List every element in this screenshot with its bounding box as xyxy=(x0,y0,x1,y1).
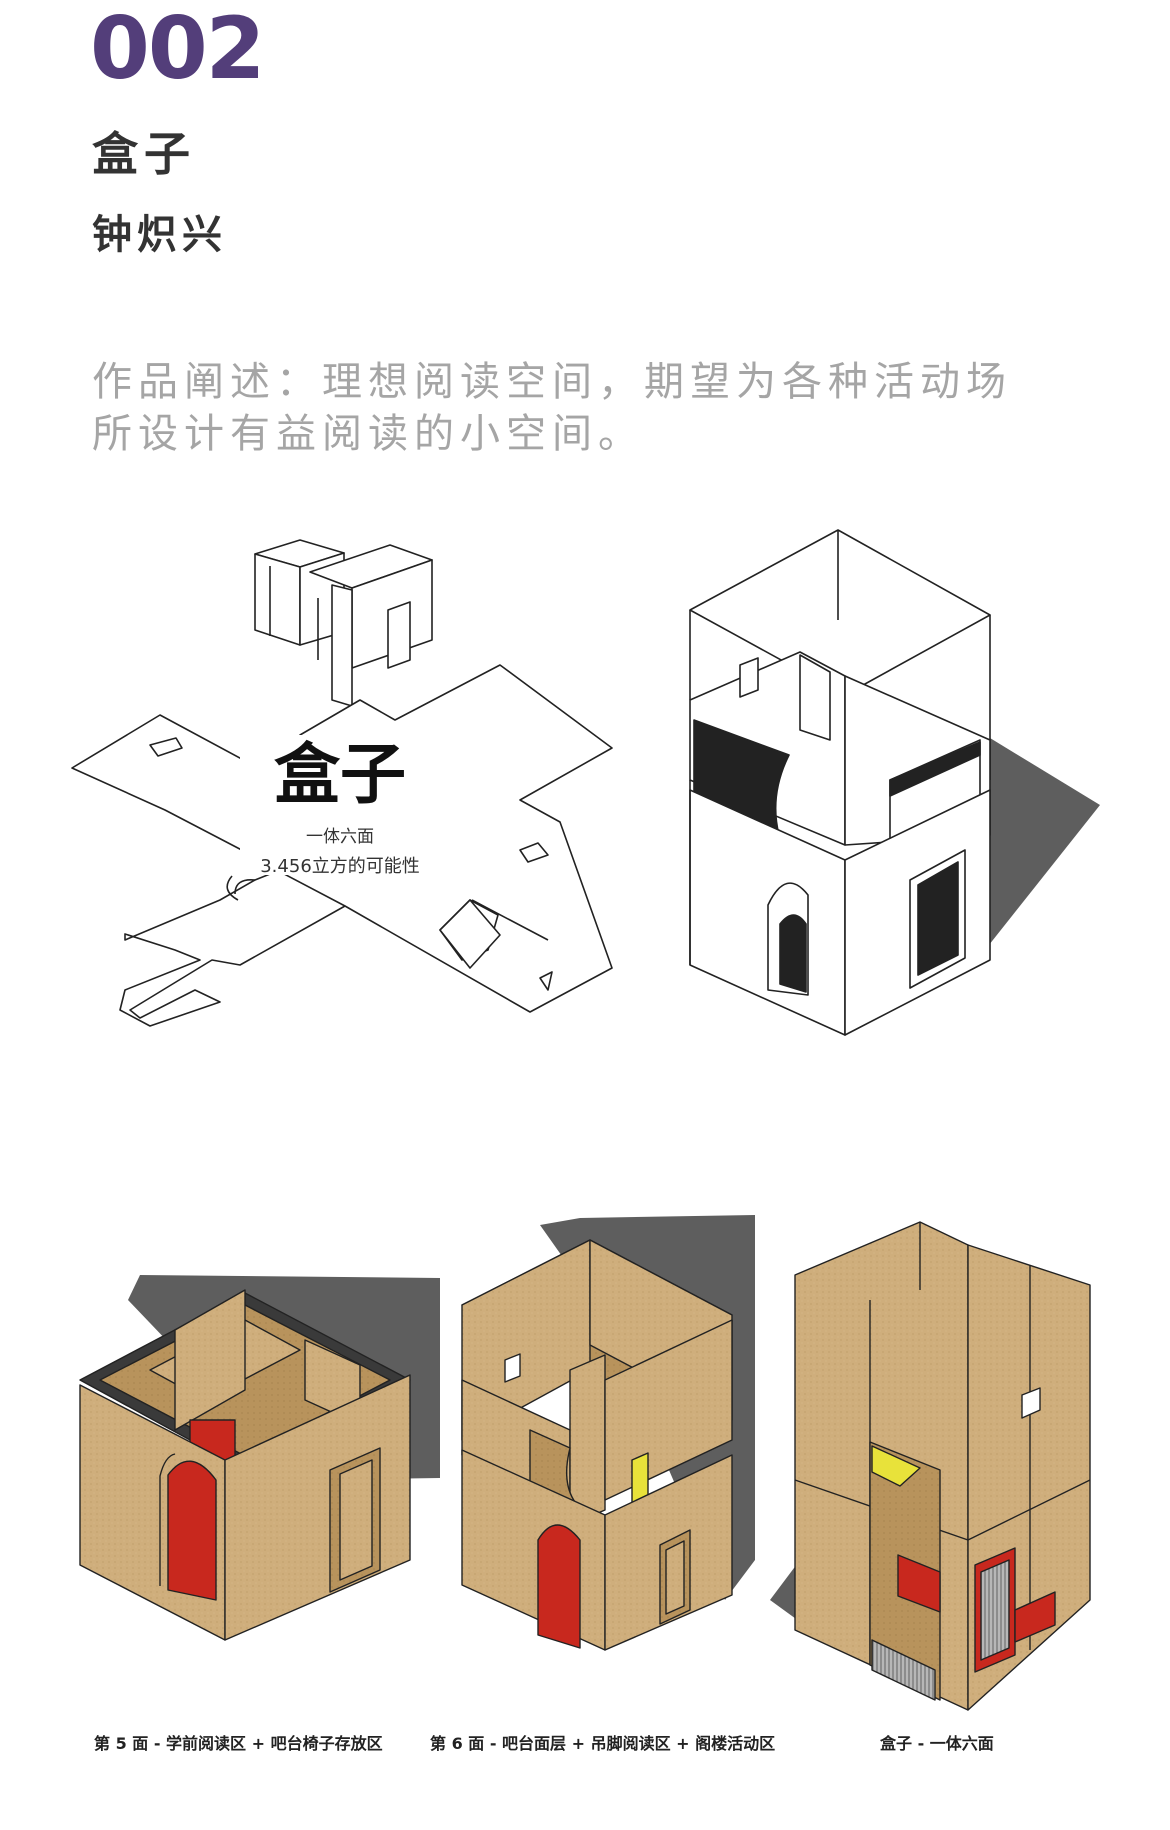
cardboard-model-face-6 xyxy=(461,1215,755,1651)
author-name: 钟炽兴 xyxy=(92,212,227,258)
project-title: 盒子 xyxy=(92,127,196,181)
tower-shadow xyxy=(985,738,1100,950)
assembled-piece-sketch xyxy=(254,539,433,707)
description-line-1: 作品阐述：理想阅读空间，期望为各种活动场 xyxy=(92,359,1012,405)
cardboard-model-face-5 xyxy=(79,1275,440,1641)
description-line-2: 所设计有益阅读的小空间。 xyxy=(92,411,644,457)
caption-face-6: 第 6 面 - 吧台面层 + 吊脚阅读区 + 阁楼活动区 xyxy=(430,1734,776,1753)
tower-line-drawing xyxy=(689,529,1100,1036)
project-number: 002 xyxy=(90,0,266,99)
diagram-caption: 3.456立方的可能性 xyxy=(260,856,420,877)
cardboard-model-complete xyxy=(770,1221,1091,1711)
diagram-subtitle: 一体六面 xyxy=(306,827,374,847)
unfolded-box-diagram: 盒子 一体六面 3.456立方的可能性 xyxy=(71,539,613,1027)
diagram-title: 盒子 xyxy=(274,736,406,813)
caption-face-5: 第 5 面 - 学前阅读区 + 吧台椅子存放区 xyxy=(94,1734,383,1753)
project-description: 作品阐述：理想阅读空间，期望为各种活动场 所设计有益阅读的小空间。 xyxy=(92,356,1092,460)
caption-complete-box: 盒子 - 一体六面 xyxy=(880,1734,994,1753)
